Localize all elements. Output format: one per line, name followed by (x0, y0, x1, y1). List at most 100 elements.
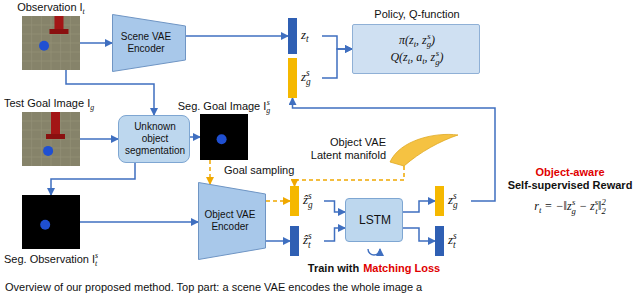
text-run: s (308, 232, 312, 241)
text-run: Scene VAE Encoder (121, 31, 171, 54)
latent-bar: zt (288, 18, 322, 54)
text-run: g (435, 58, 439, 67)
encoder-trapezoid: Scene VAE Encoder (112, 14, 186, 72)
node-text: π(zt, zsg)Q(zt, at, zsg) (353, 32, 481, 67)
loop-arrow (368, 249, 380, 255)
node-text: LSTM (346, 213, 404, 227)
text-run: Object VAE Encoder (205, 209, 256, 232)
node-text: zst (448, 232, 457, 251)
text-run: ) (431, 33, 435, 47)
img-shape (200, 114, 248, 160)
text-run: Test Goal Image I (4, 97, 90, 109)
text-run: g (266, 107, 270, 115)
text-run: s (453, 192, 458, 201)
index-stack: sg (572, 198, 576, 215)
text-run: s (572, 198, 576, 207)
connector-arrow (186, 35, 288, 37)
latent-bar: zst (435, 226, 471, 256)
img-shape (22, 16, 80, 70)
text-run: s (308, 192, 313, 201)
index-stack: st (595, 198, 598, 215)
bar-shape (435, 186, 471, 216)
text-run: t (422, 56, 424, 66)
index-stack: sg (453, 192, 458, 211)
connector-arrow (190, 136, 200, 138)
index-stack: st (453, 232, 457, 251)
text-run: z (301, 69, 306, 84)
latent-bar: ẑsg (290, 186, 324, 216)
connector-arrow (266, 240, 290, 242)
text-run: z (448, 192, 453, 207)
image-panel: Seg. Observation Ist (22, 195, 80, 249)
process-box: Unknown object segmentation (118, 115, 190, 163)
index-stack: st (95, 252, 98, 268)
index-stack: sg (266, 99, 270, 115)
node-text: Scene VAE Encoder (114, 31, 178, 55)
text-run: , a (410, 50, 422, 64)
connector-arrow (403, 201, 435, 212)
latent-bar: ẑst (290, 226, 324, 256)
text-run: ) (440, 50, 444, 64)
text-run: g (572, 207, 576, 216)
text-run: s (595, 198, 598, 207)
text-run: Unknown object segmentation (125, 121, 185, 156)
connector-arrow (293, 98, 496, 201)
node-text: Unknown object segmentation (121, 121, 189, 157)
node-text: Policy, Q-function (353, 8, 481, 21)
text-run: 2 (601, 198, 605, 207)
latent-bar: zsg (288, 58, 322, 98)
connector-arrow (266, 200, 290, 202)
index-stack: sg (306, 69, 311, 88)
connector-arrow (80, 138, 118, 140)
text-run: r (534, 199, 539, 213)
node-text: ẑst (303, 232, 312, 251)
text-run: t (453, 241, 457, 250)
text-run: 2 (601, 207, 605, 216)
annotation: rt = −‖zsg − zst‖22 (504, 198, 636, 215)
text-run: Object VAE Latent manifold (311, 136, 386, 161)
bar-shape (435, 226, 471, 256)
caption-box: Overview of our proposed method. Top par… (5, 281, 422, 294)
text-run: g (306, 78, 311, 87)
node-text: Test Goal Image Ig (4, 97, 124, 112)
connector-arrow (209, 160, 211, 184)
node-text: Object VAE Encoder (201, 209, 259, 233)
node-text: Observation It (1, 1, 101, 16)
connector-arrow (80, 42, 112, 44)
text-run: Policy, Q-function (374, 8, 459, 20)
text-run: Observation I (17, 1, 82, 13)
policy-box: Policy, Q-functionπ(zt, zsg)Q(zt, at, zs… (352, 24, 480, 74)
node-text: Object VAE Latent manifold (300, 136, 386, 162)
text-run: Object-aware (535, 166, 604, 178)
annotation: Train withMatching Loss (300, 262, 448, 275)
connector-arrow (324, 228, 345, 241)
caption: Overview of our proposed method. Top par… (5, 281, 422, 293)
text-run: LSTM (359, 213, 391, 227)
encoder-trapezoid: Object VAE Encoder (198, 182, 266, 260)
node-text: ẑsg (303, 192, 313, 211)
index-stack: st (308, 232, 312, 251)
text-run: − z (576, 199, 595, 213)
connector-arrow (80, 221, 198, 223)
text-run: s (306, 69, 311, 78)
process-box: LSTM (345, 198, 403, 242)
text-run: s (427, 32, 431, 41)
latent-bar: zsg (435, 186, 471, 216)
text-run: Train with (308, 262, 359, 274)
node-text: zt (301, 27, 309, 45)
text-run: g (427, 40, 431, 49)
text-run: π(z (399, 33, 414, 47)
text-run: z (301, 27, 306, 42)
text-run: t (408, 56, 410, 66)
text-run: t (539, 205, 541, 215)
text-run: z (448, 232, 453, 247)
index-stack: sg (435, 49, 439, 66)
text-run: g (308, 201, 313, 210)
text-run: ẑ (303, 232, 308, 247)
connector-arrow (51, 163, 135, 195)
text-run: s (453, 232, 457, 241)
text-run: t (83, 7, 85, 16)
text-run: s (266, 99, 270, 107)
node-text: Seg. Goal Image Isg (164, 99, 284, 115)
text-run: ‖ (598, 199, 601, 213)
